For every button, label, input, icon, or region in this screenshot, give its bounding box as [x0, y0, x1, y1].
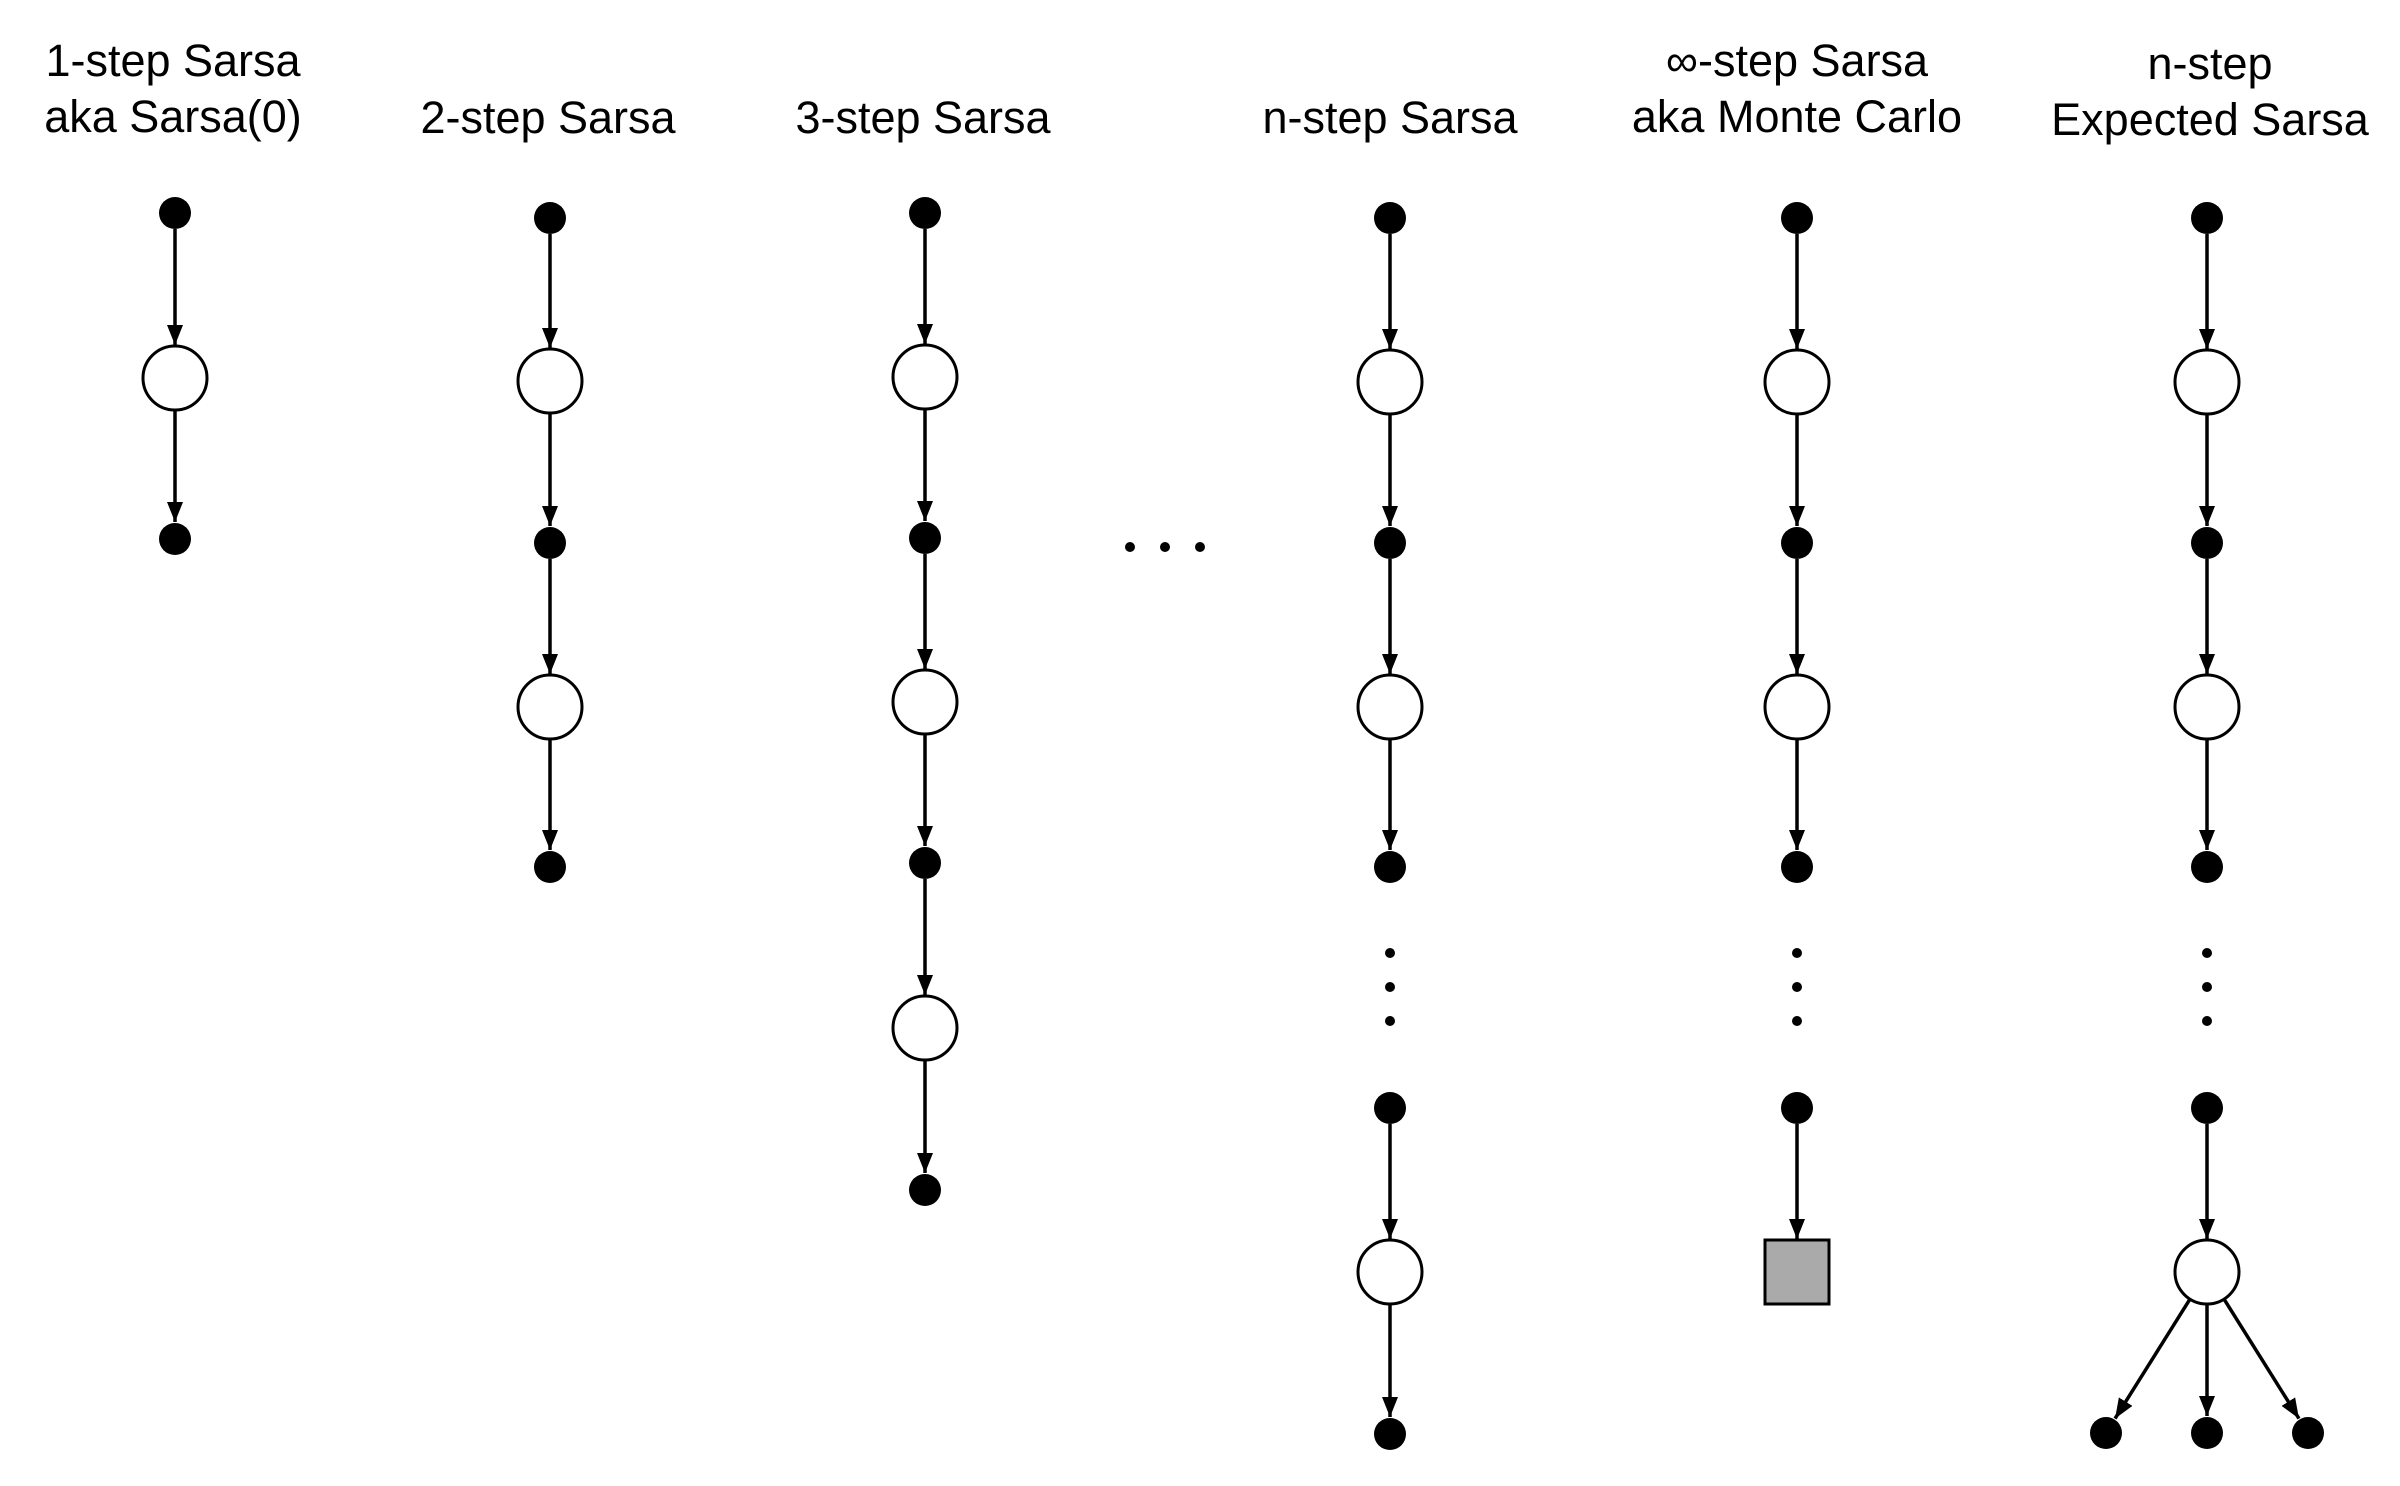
action-node: [159, 523, 191, 555]
transition-arrow: [2222, 1298, 2301, 1420]
action-node: [534, 851, 566, 883]
action-node: [909, 1174, 941, 1206]
state-node: [891, 994, 959, 1062]
ellipsis-dot: [1160, 542, 1170, 552]
transition-arrow: [2113, 1298, 2192, 1420]
title-n-step-sarsa: n-step Sarsa: [1160, 90, 1620, 146]
state-node: [2173, 673, 2241, 741]
edge-layer: [167, 229, 2301, 1420]
ellipsis-dot: [1385, 948, 1395, 958]
state-node: [2173, 348, 2241, 416]
state-node: [1356, 348, 1424, 416]
action-node: [1781, 202, 1813, 234]
action-node: [159, 197, 191, 229]
title-n-step-expected-sarsa: n-step Expected Sarsa: [1980, 36, 2400, 148]
state-node: [2173, 1238, 2241, 1306]
action-node: [2191, 1417, 2223, 1449]
title-inf-step-sarsa: ∞-step Sarsa aka Monte Carlo: [1567, 33, 2027, 145]
ellipsis-dot: [1792, 982, 1802, 992]
state-node: [891, 668, 959, 736]
action-node: [1374, 1092, 1406, 1124]
state-node: [1356, 673, 1424, 741]
title-line: 2-step Sarsa: [420, 92, 676, 143]
title-line: 1-step Sarsa: [45, 35, 301, 86]
title-line: aka Monte Carlo: [1631, 91, 1963, 142]
terminal-state: [1763, 1238, 1831, 1306]
ellipsis-dot: [1792, 1016, 1802, 1026]
action-node: [909, 522, 941, 554]
state-node: [1763, 673, 1831, 741]
ellipsis-dot: [1385, 982, 1395, 992]
ellipsis-dot: [1125, 542, 1135, 552]
state-node: [516, 347, 584, 415]
action-node: [2191, 1092, 2223, 1124]
action-node: [534, 527, 566, 559]
ellipsis-dot: [1385, 1016, 1395, 1026]
action-node: [534, 202, 566, 234]
ellipsis-dot: [1195, 542, 1205, 552]
ellipsis-dot: [2202, 1016, 2212, 1026]
title-2-step-sarsa: 2-step Sarsa: [318, 90, 778, 146]
state-node: [891, 343, 959, 411]
action-node: [1374, 527, 1406, 559]
node-layer: [141, 197, 2324, 1450]
action-node: [1781, 527, 1813, 559]
title-line: n-step: [2147, 38, 2273, 89]
action-node: [2191, 527, 2223, 559]
title-line: ∞-step Sarsa: [1665, 35, 1929, 86]
state-node: [141, 344, 209, 412]
action-node: [909, 197, 941, 229]
title-line: Expected Sarsa: [2051, 94, 2369, 145]
title-1-step-sarsa: 1-step Sarsa aka Sarsa(0): [0, 33, 403, 145]
title-line: aka Sarsa(0): [44, 91, 302, 142]
state-node: [516, 673, 584, 741]
action-node: [2292, 1417, 2324, 1449]
state-node: [1356, 1238, 1424, 1306]
action-node: [1374, 1418, 1406, 1450]
action-node: [2191, 202, 2223, 234]
action-node: [1781, 851, 1813, 883]
action-node: [1374, 851, 1406, 883]
action-node: [909, 847, 941, 879]
ellipsis-dot: [1792, 948, 1802, 958]
action-node: [2191, 851, 2223, 883]
action-node: [1374, 202, 1406, 234]
state-node: [1763, 348, 1831, 416]
ellipsis-dot: [2202, 982, 2212, 992]
action-node: [2090, 1417, 2122, 1449]
action-node: [1781, 1092, 1813, 1124]
title-line: n-step Sarsa: [1262, 92, 1518, 143]
title-3-step-sarsa: 3-step Sarsa: [693, 90, 1153, 146]
ellipsis-dot: [2202, 948, 2212, 958]
title-line: 3-step Sarsa: [795, 92, 1051, 143]
